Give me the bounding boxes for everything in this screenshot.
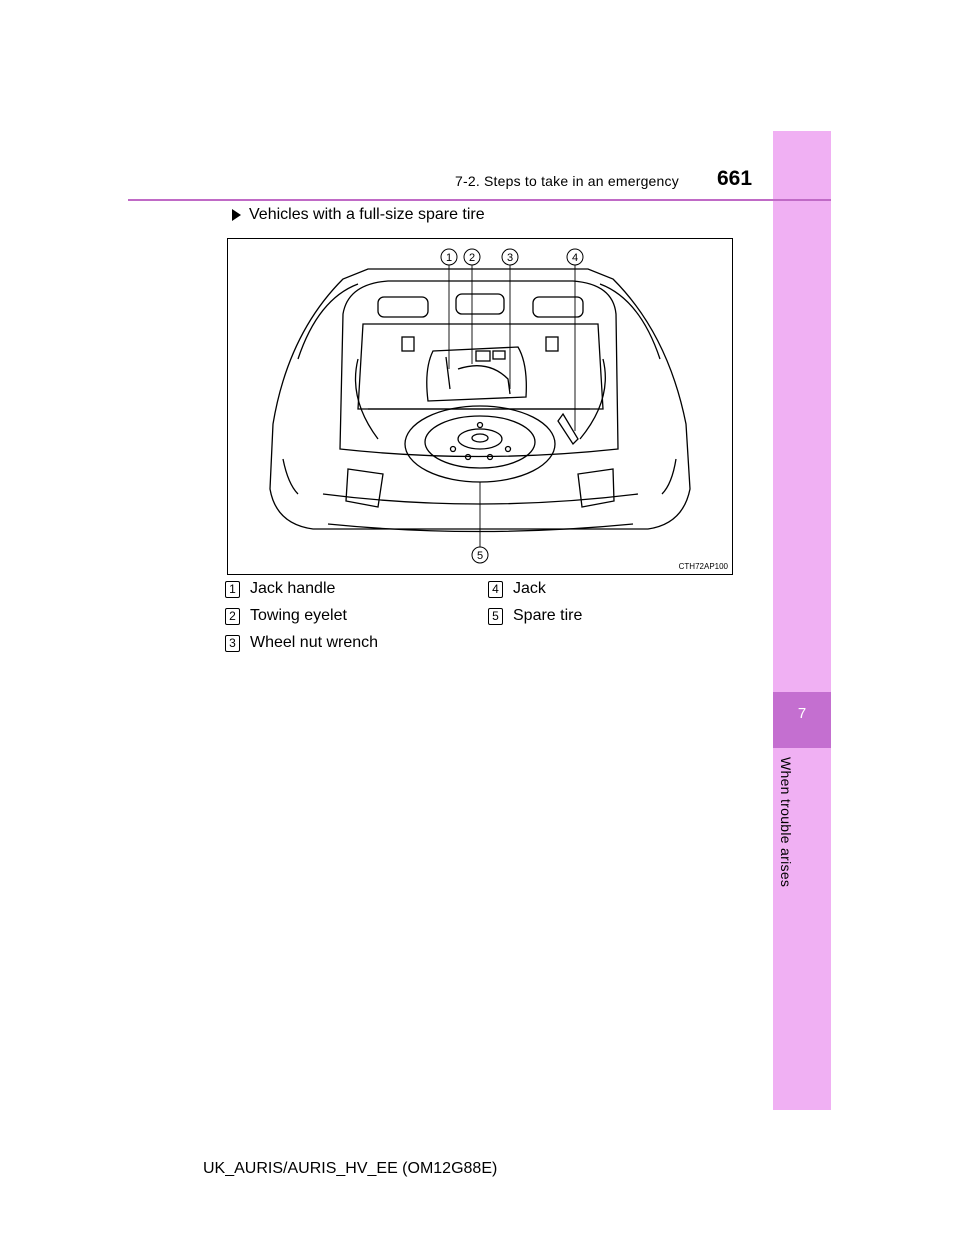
footer-manual-code: UK_AURIS/AURIS_HV_EE (OM12G88E) — [203, 1160, 498, 1177]
callout-2: 2 — [469, 252, 475, 264]
legend-number: 5 — [488, 607, 503, 625]
legend-label: Jack — [513, 580, 546, 597]
legend-item-spare-tire: 5 Spare tire — [488, 607, 582, 625]
sub-heading: Vehicles with a full-size spare tire — [232, 206, 485, 224]
jack — [557, 412, 579, 446]
tool-tray — [426, 346, 527, 402]
sub-heading-text: Vehicles with a full-size spare tire — [249, 206, 485, 223]
header-rule — [128, 199, 831, 201]
callout-5: 5 — [477, 550, 483, 562]
legend-item-towing-eyelet: 2 Towing eyelet — [225, 607, 347, 625]
car-trunk-illustration: 1 2 3 4 5 — [269, 248, 691, 564]
callout-1: 1 — [446, 252, 452, 264]
chapter-title: When trouble arises — [778, 757, 794, 888]
legend-item-wheel-nut-wrench: 3 Wheel nut wrench — [225, 634, 378, 652]
car-body-outline — [269, 268, 691, 530]
figure-code: CTH72AP100 — [678, 562, 728, 571]
trunk-opening — [339, 280, 619, 458]
legend-number: 3 — [225, 634, 240, 652]
triangle-bullet-icon — [232, 209, 241, 221]
legend-label: Spare tire — [513, 607, 583, 624]
section-title: 7-2. Steps to take in an emergency — [455, 173, 679, 189]
legend-label: Jack handle — [250, 580, 336, 597]
callout-3: 3 — [507, 252, 513, 264]
chapter-number-tab — [773, 692, 831, 748]
legend-label: Wheel nut wrench — [250, 634, 379, 651]
legend-number: 2 — [225, 607, 240, 625]
callout-4: 4 — [572, 252, 578, 264]
legend-label: Towing eyelet — [250, 607, 347, 624]
legend-item-jack-handle: 1 Jack handle — [225, 580, 335, 598]
page-number: 661 — [717, 167, 753, 190]
spare-tire — [404, 405, 556, 483]
legend-number: 1 — [225, 580, 240, 598]
chapter-side-tab — [773, 131, 831, 1110]
legend-item-jack: 4 Jack — [488, 580, 546, 598]
luggage-compartment-figure: 1 2 3 4 5 CTH72AP100 — [227, 238, 733, 575]
chapter-number: 7 — [797, 705, 807, 722]
legend-number: 4 — [488, 580, 503, 598]
